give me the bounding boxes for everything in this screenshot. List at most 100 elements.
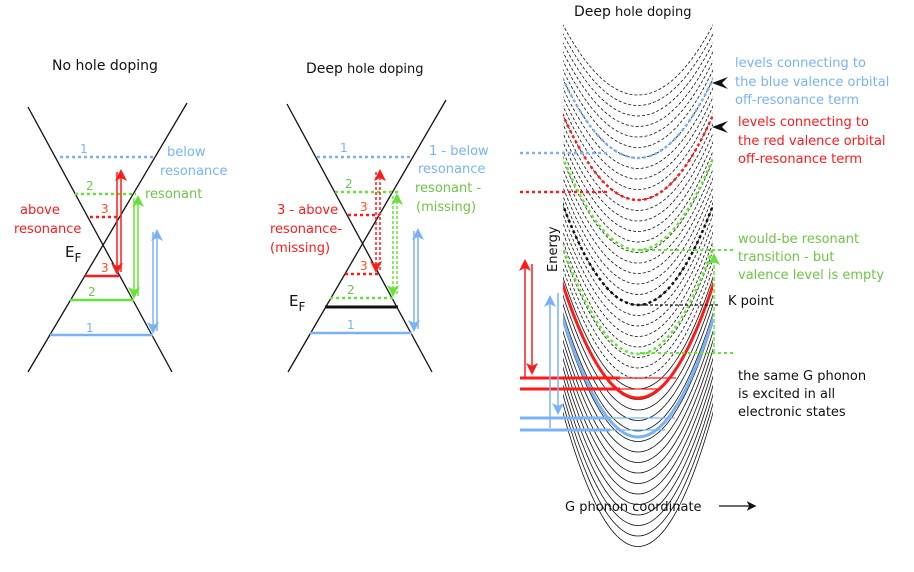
vibrational-level-curve xyxy=(563,186,713,285)
vibrational-level-curve xyxy=(563,69,713,148)
vibrational-level-curve xyxy=(563,384,713,516)
vibrational-level-curve xyxy=(563,168,713,264)
vibrational-level-curve xyxy=(563,330,713,453)
above-resonance-missing-label: resonance- xyxy=(270,222,342,237)
vibrational-level-curve xyxy=(563,51,713,127)
pointer-arrowhead-icon xyxy=(712,77,728,89)
vibrational-level-curve xyxy=(563,339,713,463)
vibrational-level-curve xyxy=(563,231,713,337)
blue-ground-curve xyxy=(563,313,713,439)
below-resonance-label: resonance xyxy=(160,164,227,179)
panel-phonon-parabolas: Deep hole doping Energy G phonon coordin… xyxy=(519,4,889,547)
dirac-cone-line xyxy=(27,102,188,373)
vibrational-level-curve xyxy=(563,42,713,117)
vibrational-level-curve xyxy=(563,87,713,169)
level-label: 1 xyxy=(340,141,348,155)
blue-transition-arrow xyxy=(147,229,163,334)
panel3-title: Deep hole doping xyxy=(574,4,692,20)
red-transition-arrow xyxy=(111,169,127,275)
level-label: 2 xyxy=(86,179,94,193)
vibrational-level-curve xyxy=(563,267,713,379)
green-dotted-curve xyxy=(563,243,713,356)
below-resonance-label: 1 - below xyxy=(429,144,489,159)
vibrational-level-curve xyxy=(563,123,713,211)
resonant-label: resonant xyxy=(145,187,202,202)
vibrational-level-curve xyxy=(563,303,713,421)
energy-axis-label: Energy xyxy=(546,226,561,272)
blue-dotted-curve xyxy=(563,76,713,160)
blue-levels-note: off-resonance term xyxy=(735,93,859,108)
vibrational-level-curve xyxy=(563,357,713,484)
vibrational-level-curve xyxy=(563,321,713,442)
vibrational-level-curve xyxy=(563,24,713,96)
below-resonance-label: resonance xyxy=(418,162,485,177)
blue-levels-note: the blue valence orbital xyxy=(735,75,889,90)
green-missing-transition-arrow xyxy=(387,193,403,297)
level-label: 2 xyxy=(345,177,353,191)
level-label: 3 xyxy=(101,202,109,216)
resonant-missing-label: (missing) xyxy=(416,200,476,215)
red-levels-note: the red valence orbital xyxy=(738,134,886,149)
vibrational-level-curve xyxy=(563,204,713,306)
vibrational-level-curve xyxy=(563,375,713,505)
vibrational-level-curve xyxy=(563,60,713,138)
k-point-label: K point xyxy=(728,294,774,309)
vibrational-level-curve xyxy=(563,141,713,232)
dirac-cone-line xyxy=(27,106,173,373)
fermi-level-label: EF xyxy=(65,243,81,265)
red-missing-transition-arrow xyxy=(370,169,386,273)
above-resonance-label: resonance xyxy=(14,222,81,237)
vibrational-level-curve xyxy=(563,159,713,253)
vibrational-level-curve xyxy=(563,33,713,106)
level-label: 3 xyxy=(360,259,368,273)
level-label: 2 xyxy=(88,285,96,299)
panel-no-hole-doping: No hole doping 1 2 3 3 2 1 below resonan… xyxy=(14,58,227,373)
above-resonance-missing-label: (missing) xyxy=(270,241,330,256)
above-resonance-label: above xyxy=(20,203,60,218)
red-levels-note: off-resonance term xyxy=(738,152,862,167)
phonon-note: electronic states xyxy=(738,405,846,420)
vibrational-level-curve xyxy=(563,393,713,526)
green-dotted-curve xyxy=(563,154,713,252)
blue-transition-arrow xyxy=(408,228,424,332)
level-label: 1 xyxy=(347,318,355,332)
panel2-title: Deep hole doping xyxy=(306,61,424,77)
red-dotted-curve xyxy=(563,112,713,202)
red-ground-curve xyxy=(563,280,713,400)
parabola-family xyxy=(563,24,713,547)
green-resonance-note: valence level is empty xyxy=(738,268,884,283)
vibrational-level-curve xyxy=(563,177,713,274)
panel1-title: No hole doping xyxy=(52,58,158,74)
level-label: 3 xyxy=(101,261,109,275)
green-resonance-note: transition - but xyxy=(738,250,834,265)
dirac-cone-line xyxy=(287,99,447,373)
dirac-cone-line xyxy=(286,103,433,373)
vibrational-level-curve xyxy=(563,96,713,180)
vibrational-level-curve xyxy=(563,150,713,243)
below-resonance-label: below xyxy=(167,145,206,160)
level-label: 3 xyxy=(360,200,368,214)
vibrational-level-curve xyxy=(563,132,713,222)
vibrational-level-curve xyxy=(563,411,713,547)
green-transition-arrow xyxy=(128,195,144,299)
vibrational-level-curve xyxy=(563,258,713,369)
vibrational-level-curve xyxy=(563,366,713,495)
vibrational-level-curve xyxy=(563,402,713,537)
vibrational-level-curve xyxy=(563,105,713,190)
vibrational-level-curve xyxy=(563,294,713,411)
vibrational-level-curve xyxy=(563,312,713,432)
above-resonance-missing-label: 3 - above xyxy=(277,203,338,218)
blue-levels-note: levels connecting to xyxy=(735,56,866,71)
phonon-note: is excited in all xyxy=(738,387,835,402)
vibrational-level-curve xyxy=(563,249,713,358)
phonon-axis-label: G phonon coordinate xyxy=(565,500,702,515)
panel-deep-hole-doping: Deep hole doping 1 2 3 3 2 1 1 - below r… xyxy=(270,61,489,373)
vibrational-level-curve xyxy=(563,348,713,474)
fermi-level-label: EF xyxy=(289,292,305,314)
vibrational-level-curve xyxy=(563,240,713,348)
vibrational-level-curve xyxy=(563,213,713,316)
phonon-note: the same G phonon xyxy=(738,369,866,384)
level-label: 2 xyxy=(347,283,355,297)
